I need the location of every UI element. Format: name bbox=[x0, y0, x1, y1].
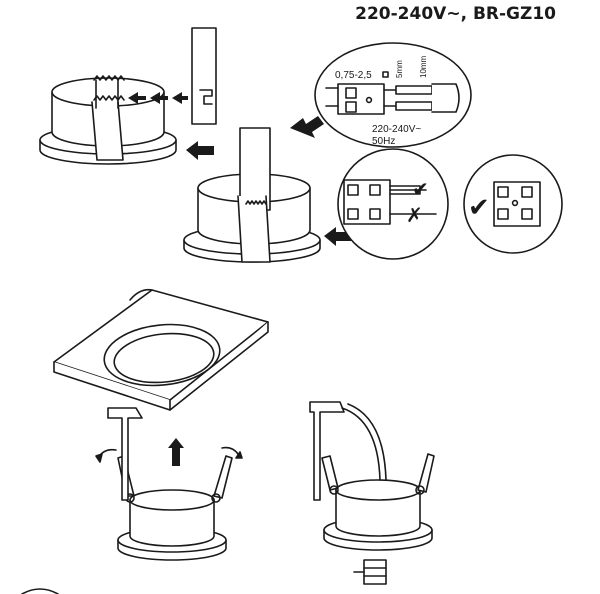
spring-clip bbox=[91, 101, 124, 161]
wrong-cross-icon: ✗ bbox=[406, 205, 423, 227]
clip-bar bbox=[239, 127, 271, 211]
fixture-with-cable bbox=[309, 401, 435, 585]
arrow-to-step2-base bbox=[324, 227, 352, 246]
wiring-detail: 0,75-2,5 5mm 10mm 220-240V~ 50Hz bbox=[314, 42, 472, 148]
insert-arrows bbox=[128, 92, 188, 104]
correct-check-icon: ✔ bbox=[412, 179, 429, 201]
spring-arm-left bbox=[321, 455, 339, 491]
connector-plug bbox=[363, 559, 387, 585]
rotate-arrow-right bbox=[221, 446, 239, 455]
clip-tool bbox=[191, 27, 217, 125]
step2-housing bbox=[183, 127, 321, 263]
voltage-label: 220-240V~ bbox=[372, 124, 421, 135]
cable bbox=[431, 83, 460, 113]
strip-length-long: 10mm bbox=[419, 55, 428, 78]
arrow-to-step2 bbox=[186, 141, 214, 160]
lamp-socket bbox=[107, 407, 143, 501]
coil-spring bbox=[245, 200, 267, 205]
partial-detail-circle bbox=[21, 588, 59, 594]
terminal-block bbox=[337, 83, 385, 115]
up-arrow bbox=[168, 438, 184, 466]
square-cover-frame bbox=[53, 288, 269, 411]
step1-housing-clip bbox=[39, 75, 177, 165]
product-voltage-title: 220-240V~, BR-GZ10 bbox=[355, 4, 556, 24]
spring-arm-right bbox=[417, 453, 435, 493]
arrow-from-detail bbox=[290, 116, 324, 138]
lamp-socket bbox=[309, 401, 345, 501]
connection-check: ✔ ✗ bbox=[337, 148, 449, 260]
spring-arm-right bbox=[213, 455, 233, 499]
fixture-removal bbox=[107, 407, 233, 561]
coil-spring bbox=[93, 75, 125, 81]
correct-check-icon-2: ✔ bbox=[468, 192, 490, 222]
strip-length-short: 5mm bbox=[395, 60, 404, 78]
socket-cable bbox=[341, 407, 381, 481]
connection-correct: ✔ bbox=[463, 154, 563, 254]
frequency-label: 50Hz bbox=[372, 136, 395, 147]
wire-section-label: 0,75-2,5 bbox=[335, 70, 372, 81]
